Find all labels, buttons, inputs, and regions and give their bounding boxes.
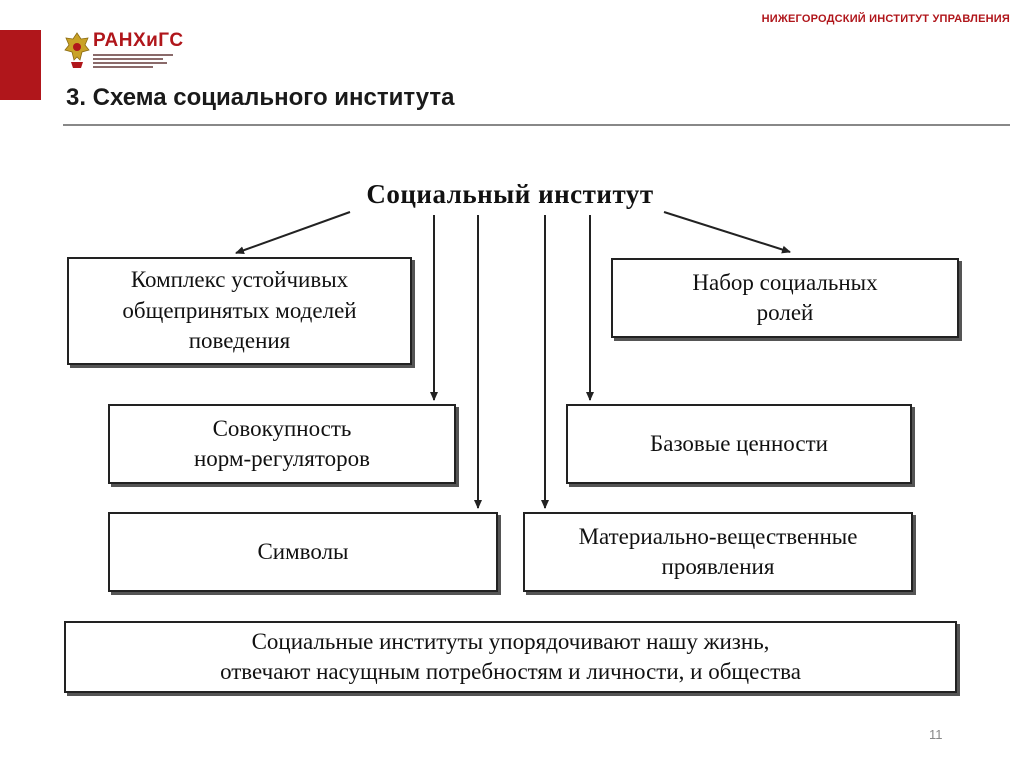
box-line: поведения xyxy=(188,328,291,354)
page-number: 11 xyxy=(929,727,943,742)
box-behavior-models: Комплекс устойчивых общепринятых моделей… xyxy=(67,257,412,365)
slide-title: 3. Схема социального института xyxy=(66,84,455,111)
box-line: Материально-вещественные xyxy=(578,523,858,549)
box-norm-regulators: Совокупность норм-регуляторов xyxy=(108,404,456,484)
box-line: проявления xyxy=(661,554,775,579)
box-line: Социальные институты упорядочивают нашу … xyxy=(251,628,770,654)
box-symbols: Символы xyxy=(108,512,498,592)
institute-name: НИЖЕГОРОДСКИЙ ИНСТИТУТ УПРАВЛЕНИЯ xyxy=(761,13,1010,25)
arrow-to-behavior-models xyxy=(235,211,351,255)
box-line: общепринятых моделей xyxy=(122,297,357,323)
logo-text: РАНХиГС xyxy=(93,30,184,51)
box-material-manifestations: Материально-вещественные проявления xyxy=(523,512,913,592)
box-line: Совокупность xyxy=(212,415,352,441)
accent-bar xyxy=(0,30,41,100)
box-line: Символы xyxy=(257,538,349,564)
box-social-roles: Набор социальных ролей xyxy=(611,258,959,338)
box-line: отвечают насущным потребностям и личност… xyxy=(220,659,801,684)
box-conclusion: Социальные институты упорядочивают нашу … xyxy=(64,621,957,693)
box-line: Комплекс устойчивых xyxy=(130,267,349,293)
box-line: норм-регуляторов xyxy=(194,446,370,471)
box-line: ролей xyxy=(756,300,814,325)
arrow-to-roles xyxy=(663,211,791,254)
logo-subtitle-lines xyxy=(93,54,173,70)
root-node-social-institute: Социальный институт xyxy=(366,179,654,209)
ranepa-logo: РАНХиГС xyxy=(63,30,183,72)
box-basic-values: Базовые ценности xyxy=(566,404,912,484)
eagle-emblem-icon xyxy=(64,32,90,68)
box-line: Набор социальных xyxy=(692,269,878,295)
title-divider xyxy=(63,124,1010,126)
box-line: Базовые ценности xyxy=(650,430,828,456)
